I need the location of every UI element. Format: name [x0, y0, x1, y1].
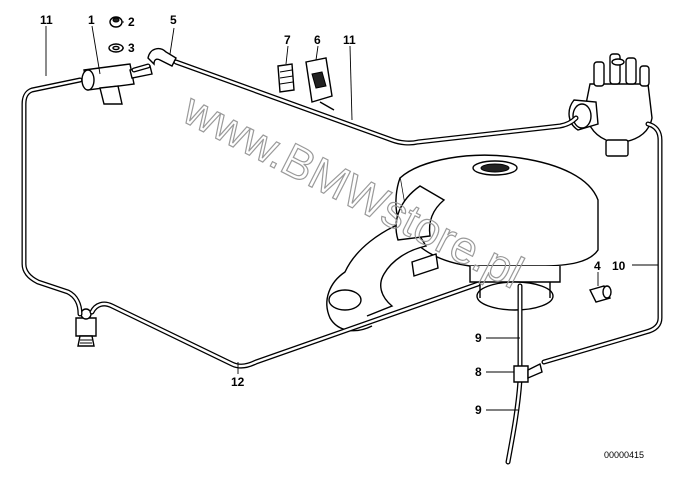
callout-10: 10 [612, 259, 626, 273]
distributor [568, 53, 653, 157]
clip-part-7 [277, 63, 295, 93]
callout-2: 2 [128, 15, 135, 29]
callout-1: 1 [88, 13, 95, 27]
bracket-part-6 [305, 57, 335, 111]
elbow-part-5 [147, 47, 177, 67]
callout-labels: 11 1 2 3 5 7 6 11 4 10 9 8 9 12 [40, 13, 626, 417]
callout-5: 5 [170, 13, 177, 27]
callout-8: 8 [475, 365, 482, 379]
callout-7: 7 [284, 33, 291, 47]
plug-part-4 [588, 285, 612, 303]
cap-part-2 [109, 16, 123, 28]
tee-fitting [75, 308, 97, 347]
callout-6: 6 [314, 33, 321, 47]
callout-9-upper: 9 [475, 331, 482, 345]
callout-4: 4 [594, 259, 601, 273]
leader-lines [45, 21, 658, 411]
diagram-code: 00000415 [604, 450, 644, 460]
callout-9-lower: 9 [475, 403, 482, 417]
intake-manifold [326, 154, 599, 332]
callout-3: 3 [128, 41, 135, 55]
hose-network [21, 59, 663, 465]
washer-part-3 [108, 43, 124, 53]
callout-11-right: 11 [343, 33, 356, 47]
valve-assembly [81, 63, 153, 105]
tee-part-8 [513, 362, 543, 383]
callout-12: 12 [231, 375, 245, 389]
callout-11-left: 11 [40, 13, 53, 27]
